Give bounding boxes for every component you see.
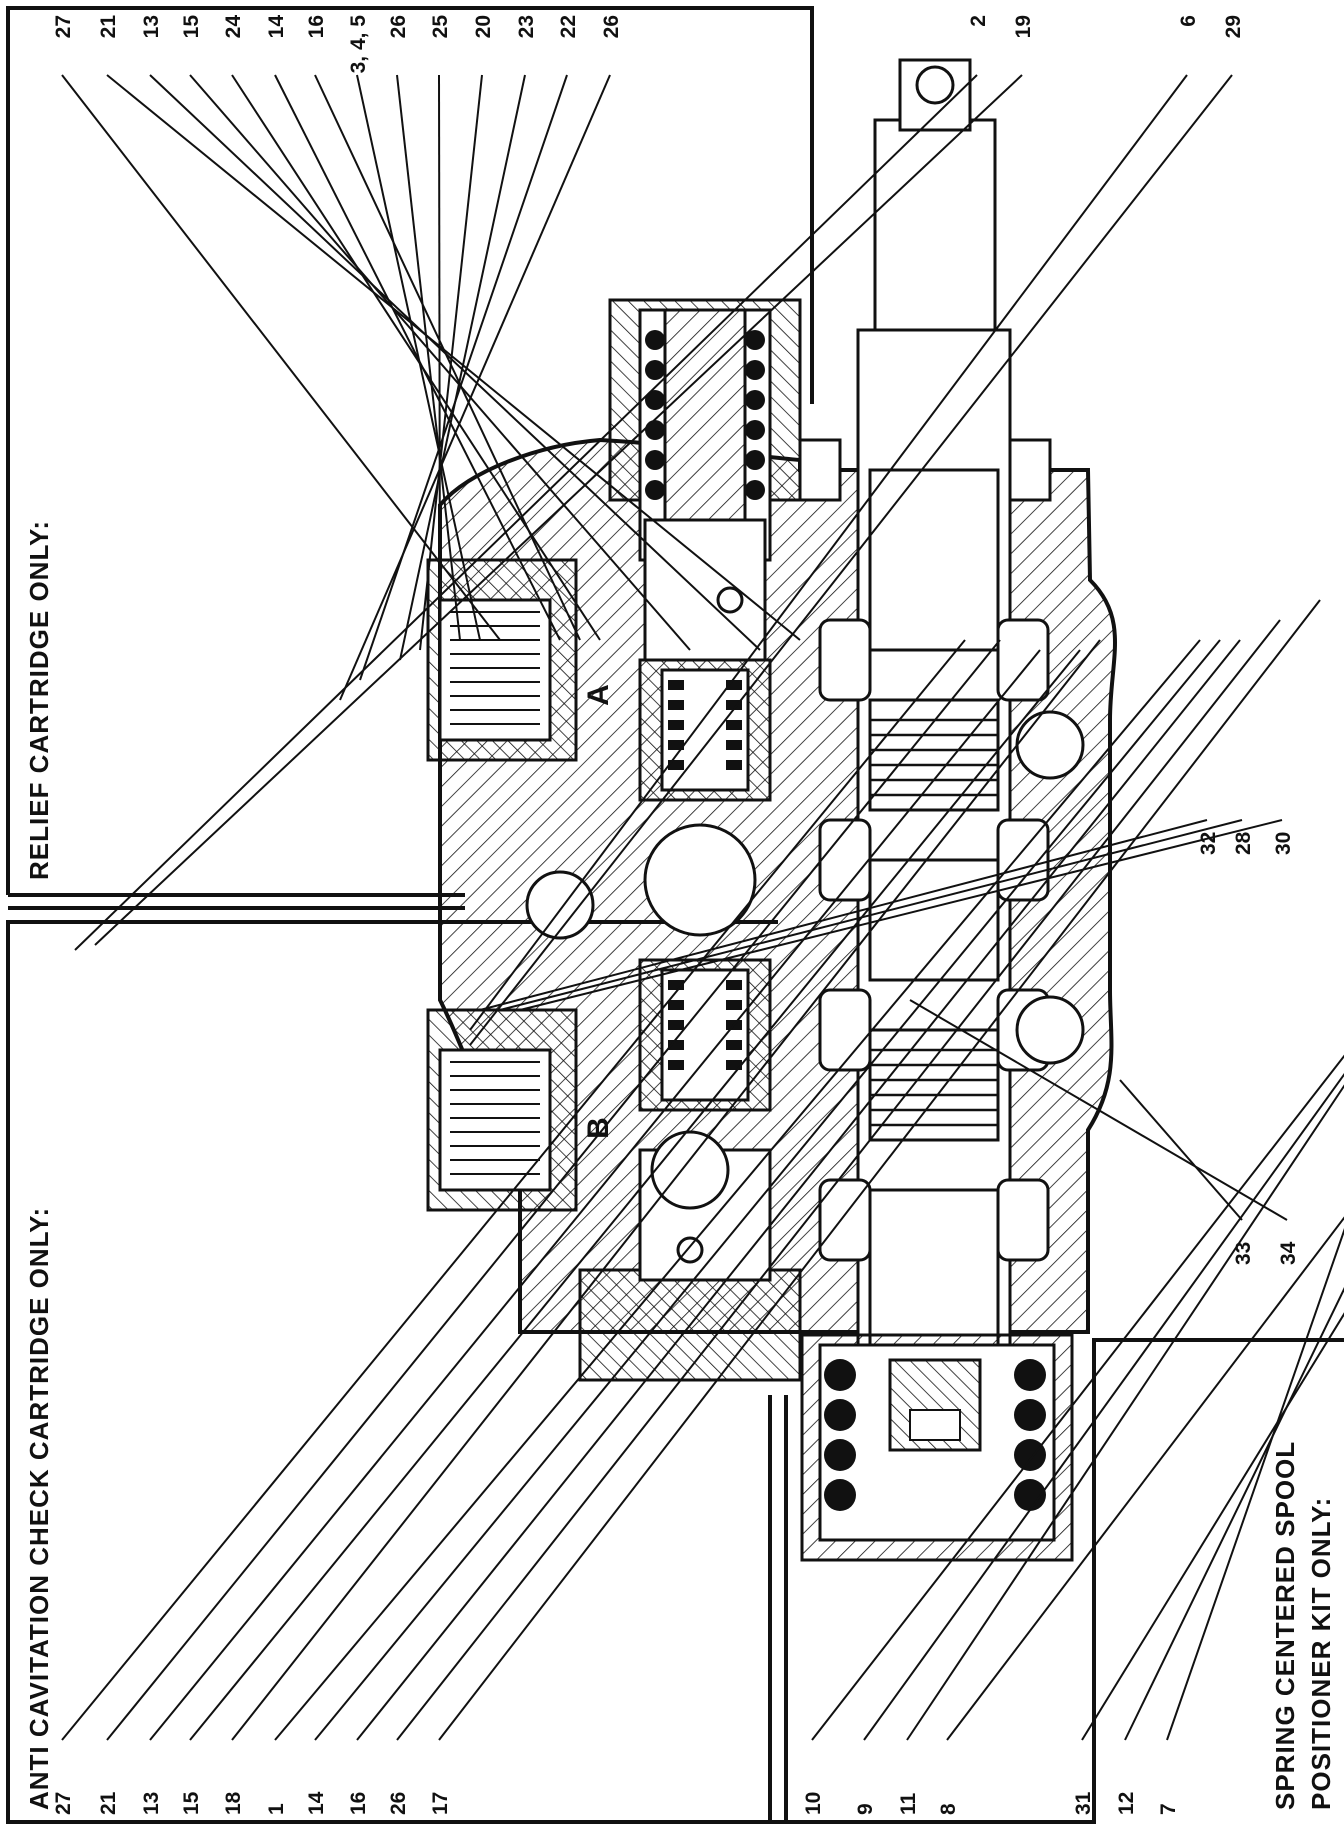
callout-top-right-1: 2 <box>967 15 990 27</box>
leader-lines <box>61 74 1344 1741</box>
leader-line-bottom-middle-5 <box>909 999 1288 1221</box>
callout-bottom-middle-5: 34 <box>1277 1241 1300 1265</box>
callout-anti-cavitation-bottom-3: 13 <box>140 1792 163 1815</box>
frame-separator-lines <box>8 893 788 1822</box>
leader-line-relief-top-9 <box>396 74 461 641</box>
callout-bottom-middle-2: 28 <box>1232 831 1255 855</box>
callout-relief-top-11: 20 <box>472 15 495 38</box>
callout-top-right-2: 19 <box>1012 15 1035 38</box>
leader-line-relief-top-10 <box>438 74 441 641</box>
callout-anti-cavitation-bottom-6: 1 <box>265 1803 288 1815</box>
callout-bottom-middle-3: 30 <box>1272 832 1295 855</box>
port-b-housing <box>426 1008 578 1212</box>
callout-top-right-4: 29 <box>1222 15 1245 38</box>
leader-line-relief-top-7 <box>314 74 581 641</box>
callout-spring-bottom-1: 10 <box>802 1792 825 1815</box>
leader-line-anti-cavitation-bottom-8 <box>356 639 1241 1741</box>
leader-line-relief-top-3 <box>149 74 761 651</box>
port-b-label: B <box>582 1117 615 1139</box>
callout-bottom-middle-4: 33 <box>1232 1242 1255 1265</box>
spring-centered-frame <box>778 1338 1344 1824</box>
leader-line-relief-top-12 <box>399 74 526 661</box>
callout-spring-bottom-2: 9 <box>854 1803 877 1815</box>
callout-relief-top-8: 3, 4, 5 <box>347 15 370 74</box>
leader-line-relief-top-5 <box>231 74 601 641</box>
leader-line-relief-top-2 <box>106 74 801 641</box>
leader-line-anti-cavitation-bottom-9 <box>396 619 1281 1741</box>
callout-relief-top-13: 22 <box>557 15 580 38</box>
callout-relief-top-5: 24 <box>222 15 245 39</box>
leader-line-relief-top-11 <box>419 74 483 651</box>
callout-anti-cavitation-bottom-4: 15 <box>180 1791 203 1815</box>
callout-relief-top-2: 21 <box>97 15 120 39</box>
callout-spring-bottom-6: 12 <box>1115 1792 1138 1815</box>
callout-anti-cavitation-bottom-9: 26 <box>387 1792 410 1815</box>
callout-anti-cavitation-bottom-5: 18 <box>222 1791 245 1815</box>
spring-centered-heading-line2: POSITIONER KIT ONLY: <box>1306 1497 1336 1810</box>
anti-cavitation-heading: ANTI CAVITATION CHECK CARTRIDGE ONLY: <box>24 1207 54 1810</box>
leader-line-top-right-4 <box>469 74 1233 1046</box>
leader-line-relief-top-14 <box>339 74 611 701</box>
callout-relief-top-9: 26 <box>387 15 410 38</box>
callout-relief-top-14: 26 <box>600 15 623 38</box>
leader-line-anti-cavitation-bottom-7 <box>314 639 1221 1741</box>
leader-line-relief-top-1 <box>61 74 501 641</box>
callout-relief-top-4: 15 <box>180 15 203 39</box>
leader-line-anti-cavitation-bottom-5 <box>231 639 1101 1741</box>
spring-centered-kit <box>800 1333 1074 1562</box>
callout-anti-cavitation-bottom-1: 27 <box>52 1792 75 1815</box>
relief-cartridge <box>608 298 802 802</box>
leader-line-spring-bottom-2 <box>863 1072 1344 1741</box>
spring-centered-heading-line1: SPRING CENTERED SPOOL <box>1270 1441 1300 1810</box>
leader-line-bottom-middle-2 <box>499 819 1243 1011</box>
leader-line-spring-bottom-4 <box>946 1216 1344 1741</box>
leader-line-spring-bottom-3 <box>906 1084 1344 1741</box>
callout-anti-cavitation-bottom-10: 17 <box>429 1792 452 1815</box>
leader-line-bottom-middle-1 <box>479 819 1208 1011</box>
callout-anti-cavitation-bottom-8: 16 <box>347 1792 370 1815</box>
leader-line-spring-bottom-7 <box>1166 1227 1344 1741</box>
callout-relief-top-7: 16 <box>305 15 328 38</box>
callout-top-right-3: 6 <box>1177 15 1200 27</box>
anti-cavitation-frame <box>6 920 778 1824</box>
callout-bottom-middle-1: 32 <box>1197 832 1220 855</box>
port-a-housing <box>426 558 578 762</box>
leader-line-anti-cavitation-bottom-4 <box>189 649 1081 1741</box>
leader-line-relief-top-8 <box>356 74 481 641</box>
mounting-screw <box>798 438 1052 502</box>
callout-spring-bottom-3: 11 <box>897 1792 920 1815</box>
callout-anti-cavitation-bottom-7: 14 <box>305 1791 328 1815</box>
leader-line-anti-cavitation-bottom-2 <box>106 639 1001 1741</box>
leader-line-spring-bottom-6 <box>1124 1287 1344 1741</box>
callout-anti-cavitation-bottom-2: 21 <box>97 1791 120 1815</box>
callout-spring-bottom-7: 7 <box>1157 1803 1180 1815</box>
callout-relief-top-3: 13 <box>140 15 163 38</box>
leader-line-top-right-2 <box>94 74 1023 946</box>
leader-line-relief-top-13 <box>359 74 568 681</box>
leader-line-anti-cavitation-bottom-1 <box>61 639 966 1741</box>
leader-line-spring-bottom-1 <box>811 1054 1344 1741</box>
relief-cartridge-heading: RELIEF CARTRIDGE ONLY: <box>24 520 54 880</box>
relief-cartridge-frame <box>6 6 814 895</box>
callout-relief-top-1: 27 <box>52 15 75 38</box>
callout-relief-top-6: 14 <box>265 15 288 39</box>
anti-cavitation-cartridge <box>578 958 802 1382</box>
callout-relief-top-10: 25 <box>429 15 452 39</box>
callout-relief-top-12: 23 <box>515 15 538 38</box>
port-a-label: A <box>582 684 615 706</box>
callout-spring-bottom-4: 8 <box>937 1803 960 1815</box>
callout-spring-bottom-5: 31 <box>1072 1791 1095 1815</box>
leader-line-spring-bottom-5 <box>1081 1312 1344 1741</box>
leader-line-bottom-middle-4 <box>1119 1079 1243 1221</box>
leader-line-top-right-1 <box>74 74 978 951</box>
leader-line-anti-cavitation-bottom-6 <box>274 639 1201 1741</box>
leader-line-top-right-3 <box>469 74 1188 1031</box>
leader-line-anti-cavitation-bottom-3 <box>149 649 1041 1741</box>
leader-line-anti-cavitation-bottom-10 <box>438 599 1321 1741</box>
leader-line-bottom-middle-3 <box>519 819 1283 1011</box>
